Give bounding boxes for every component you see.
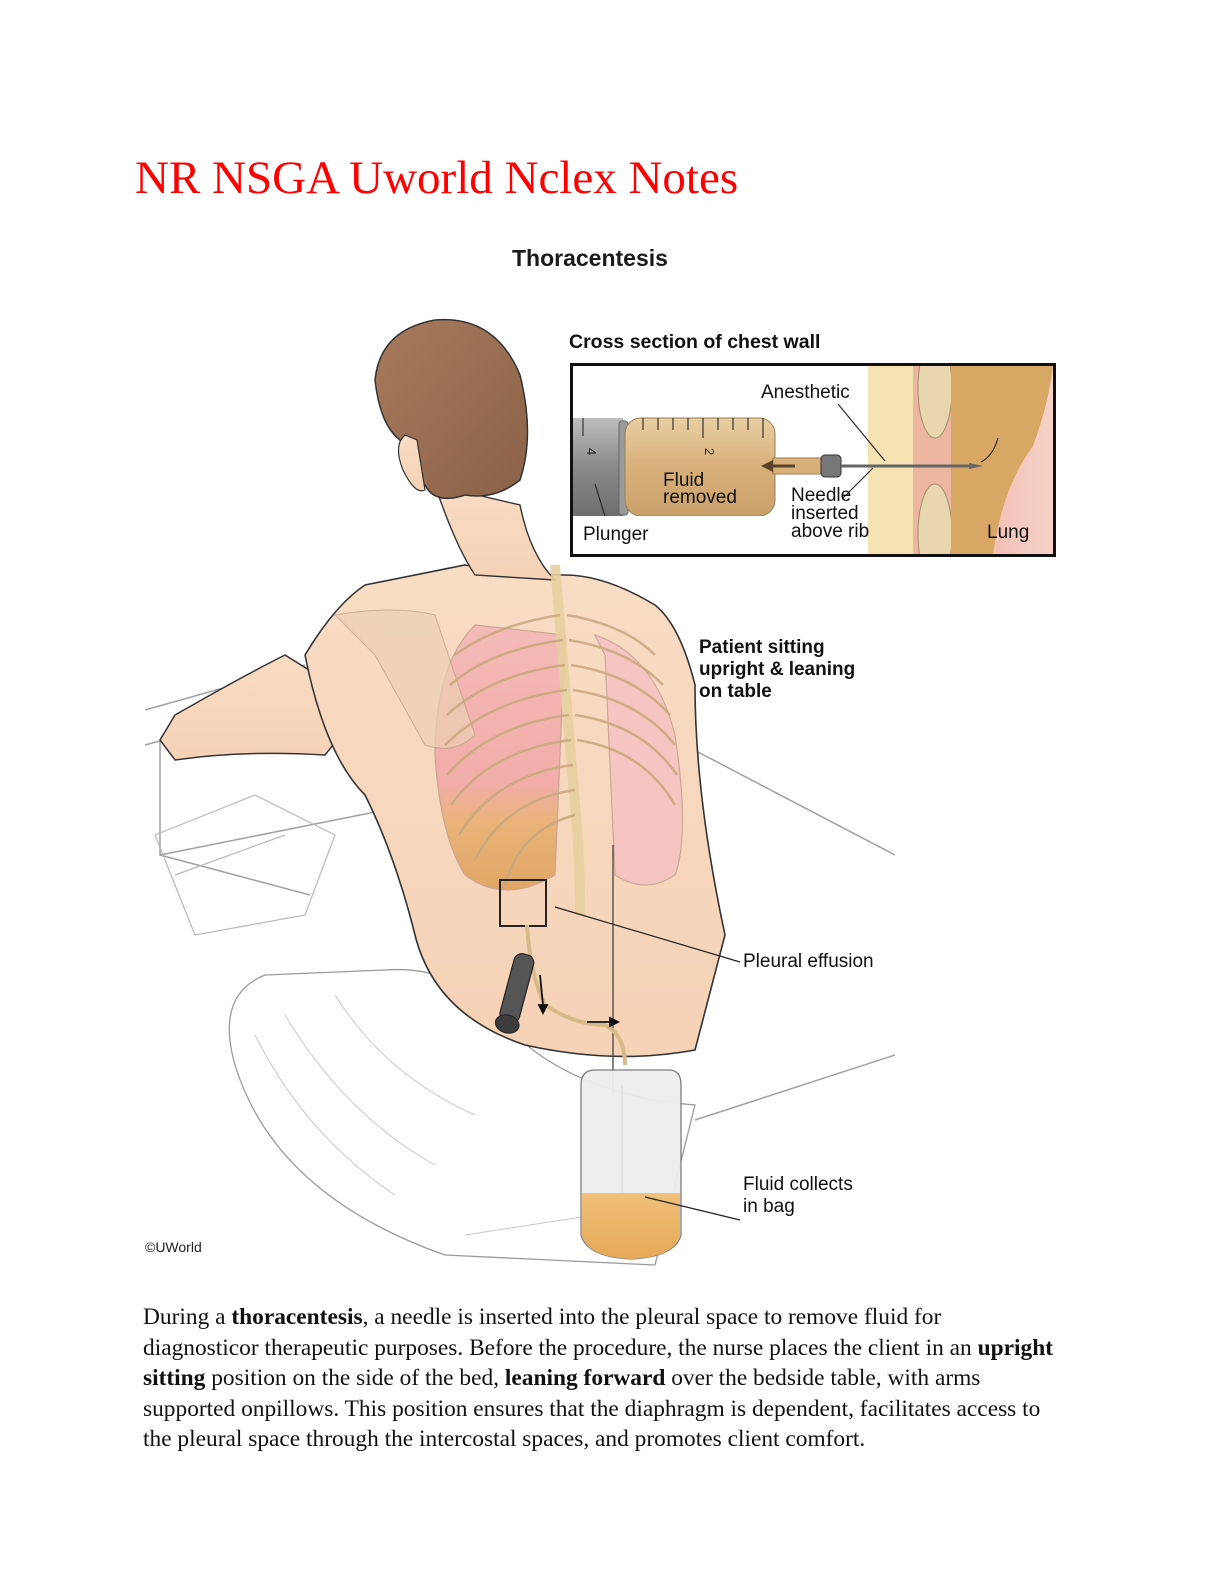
scale-4: 4 xyxy=(584,448,599,455)
explanation-paragraph: During a thoracentesis, a needle is inse… xyxy=(143,1304,1054,1452)
copyright-label: ©UWorld xyxy=(145,1239,202,1255)
anesthetic-label: Anesthetic xyxy=(761,382,850,403)
patient-illustration xyxy=(144,318,896,1266)
term-thoracentesis: thoracentesis xyxy=(231,1304,363,1330)
chest-wall-cross-section: 4 2 Anesthetic Fluid re xyxy=(570,363,1056,557)
inset-title: Cross section of chest wall xyxy=(569,331,821,353)
fluid-collects-label: Fluid collects in bag xyxy=(743,1174,853,1217)
syringe-cross-section-illustration: 4 2 xyxy=(573,366,1053,554)
scale-2: 2 xyxy=(702,448,717,455)
figure-title: Thoracentesis xyxy=(512,245,668,271)
term-leaning-forward: leaning forward xyxy=(504,1365,666,1391)
patient-position-label: Patient sitting upright & leaning on tab… xyxy=(699,637,856,702)
needle-label: Needle inserted above rib xyxy=(791,485,870,542)
fluid-removed-label: Fluid removed xyxy=(663,470,737,508)
pleural-effusion-label: Pleural effusion xyxy=(743,951,874,972)
document-title: NR NSGA Uworld Nclex Notes xyxy=(135,152,739,204)
term-upright-sitting: upright sitting xyxy=(143,1334,1054,1392)
lung-label: Lung xyxy=(987,522,1030,543)
plunger-label: Plunger xyxy=(583,524,649,545)
thoracentesis-figure: Thoracentesis xyxy=(135,235,1075,1275)
